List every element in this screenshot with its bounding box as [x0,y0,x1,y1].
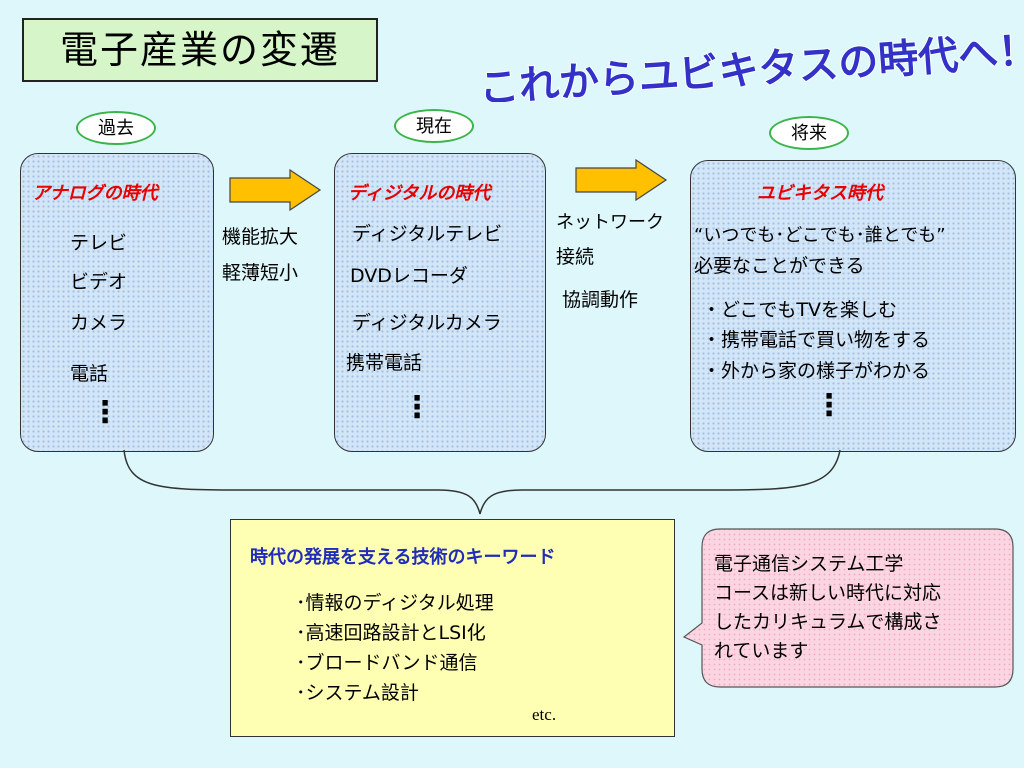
transition-label: 機能拡大 [222,226,299,248]
course-callout-bubble [682,528,1014,688]
course-note-line: れています [714,640,809,662]
past-item: ビデオ [70,271,128,293]
present-item: ディジタルテレビ [352,223,503,245]
future-more-dots: ⋮ [814,388,844,423]
present-more-dots: ⋮ [402,390,432,425]
curly-brace [123,449,841,515]
present-item: ディジタルカメラ [352,312,502,334]
era-heading-future: ユビキタス時代 [757,183,883,204]
arrow-right-icon [575,158,668,202]
arrow-right-icon [229,168,322,212]
era-label-past: 過去 [76,111,156,145]
future-quote: “いつでも･どこでも･誰とでも” [694,225,946,246]
course-note-line: したカリキュラムで構成さ [714,611,942,633]
future-item: ・どこでもTVを楽しむ [702,299,898,321]
transition-label: 接続 [556,246,595,268]
future-quote-line2: 必要なことができる [694,255,865,277]
future-item: ・携帯電話で買い物をする [702,329,931,351]
course-note-line: 電子通信システム工学 [714,553,904,575]
era-label-future: 将来 [769,116,849,150]
transition-label: 協調動作 [562,289,639,311]
era-label-present: 現在 [394,109,474,143]
era-box-present [334,153,546,452]
past-item: カメラ [70,312,128,334]
keyword-item: ･高速回路設計とLSI化 [296,622,486,644]
era-heading-present: ディジタルの時代 [348,183,491,204]
transition-label: ネットワーク [556,212,664,233]
future-item: ・外から家の様子がわかる [702,360,931,382]
keyword-item: ･システム設計 [296,682,419,704]
present-item: 携帯電話 [346,352,423,374]
era-box-future [690,160,1016,452]
past-more-dots: ⋮ [90,395,120,430]
course-note-line: コースは新しい時代に対応 [714,582,942,604]
past-item: 電話 [70,363,109,385]
transition-label: 軽薄短小 [222,262,299,284]
present-item: DVDレコーダ [350,265,468,287]
past-item: テレビ [70,232,128,254]
keyword-item: ･ブロードバンド通信 [296,652,478,674]
era-box-past [20,153,214,452]
keyword-etc: etc. [532,705,557,724]
banner-text: これからユビキタスの時代へ！！ [478,24,1015,102]
page-title: 電子産業の変遷 [22,18,378,82]
keyword-box [230,519,675,737]
keyword-heading: 時代の発展を支える技術のキーワード [250,547,556,568]
banner-title: これからユビキタスの時代へ！！ [477,23,1015,102]
era-heading-past: アナログの時代 [32,183,158,204]
keyword-item: ･情報のディジタル処理 [296,592,494,614]
